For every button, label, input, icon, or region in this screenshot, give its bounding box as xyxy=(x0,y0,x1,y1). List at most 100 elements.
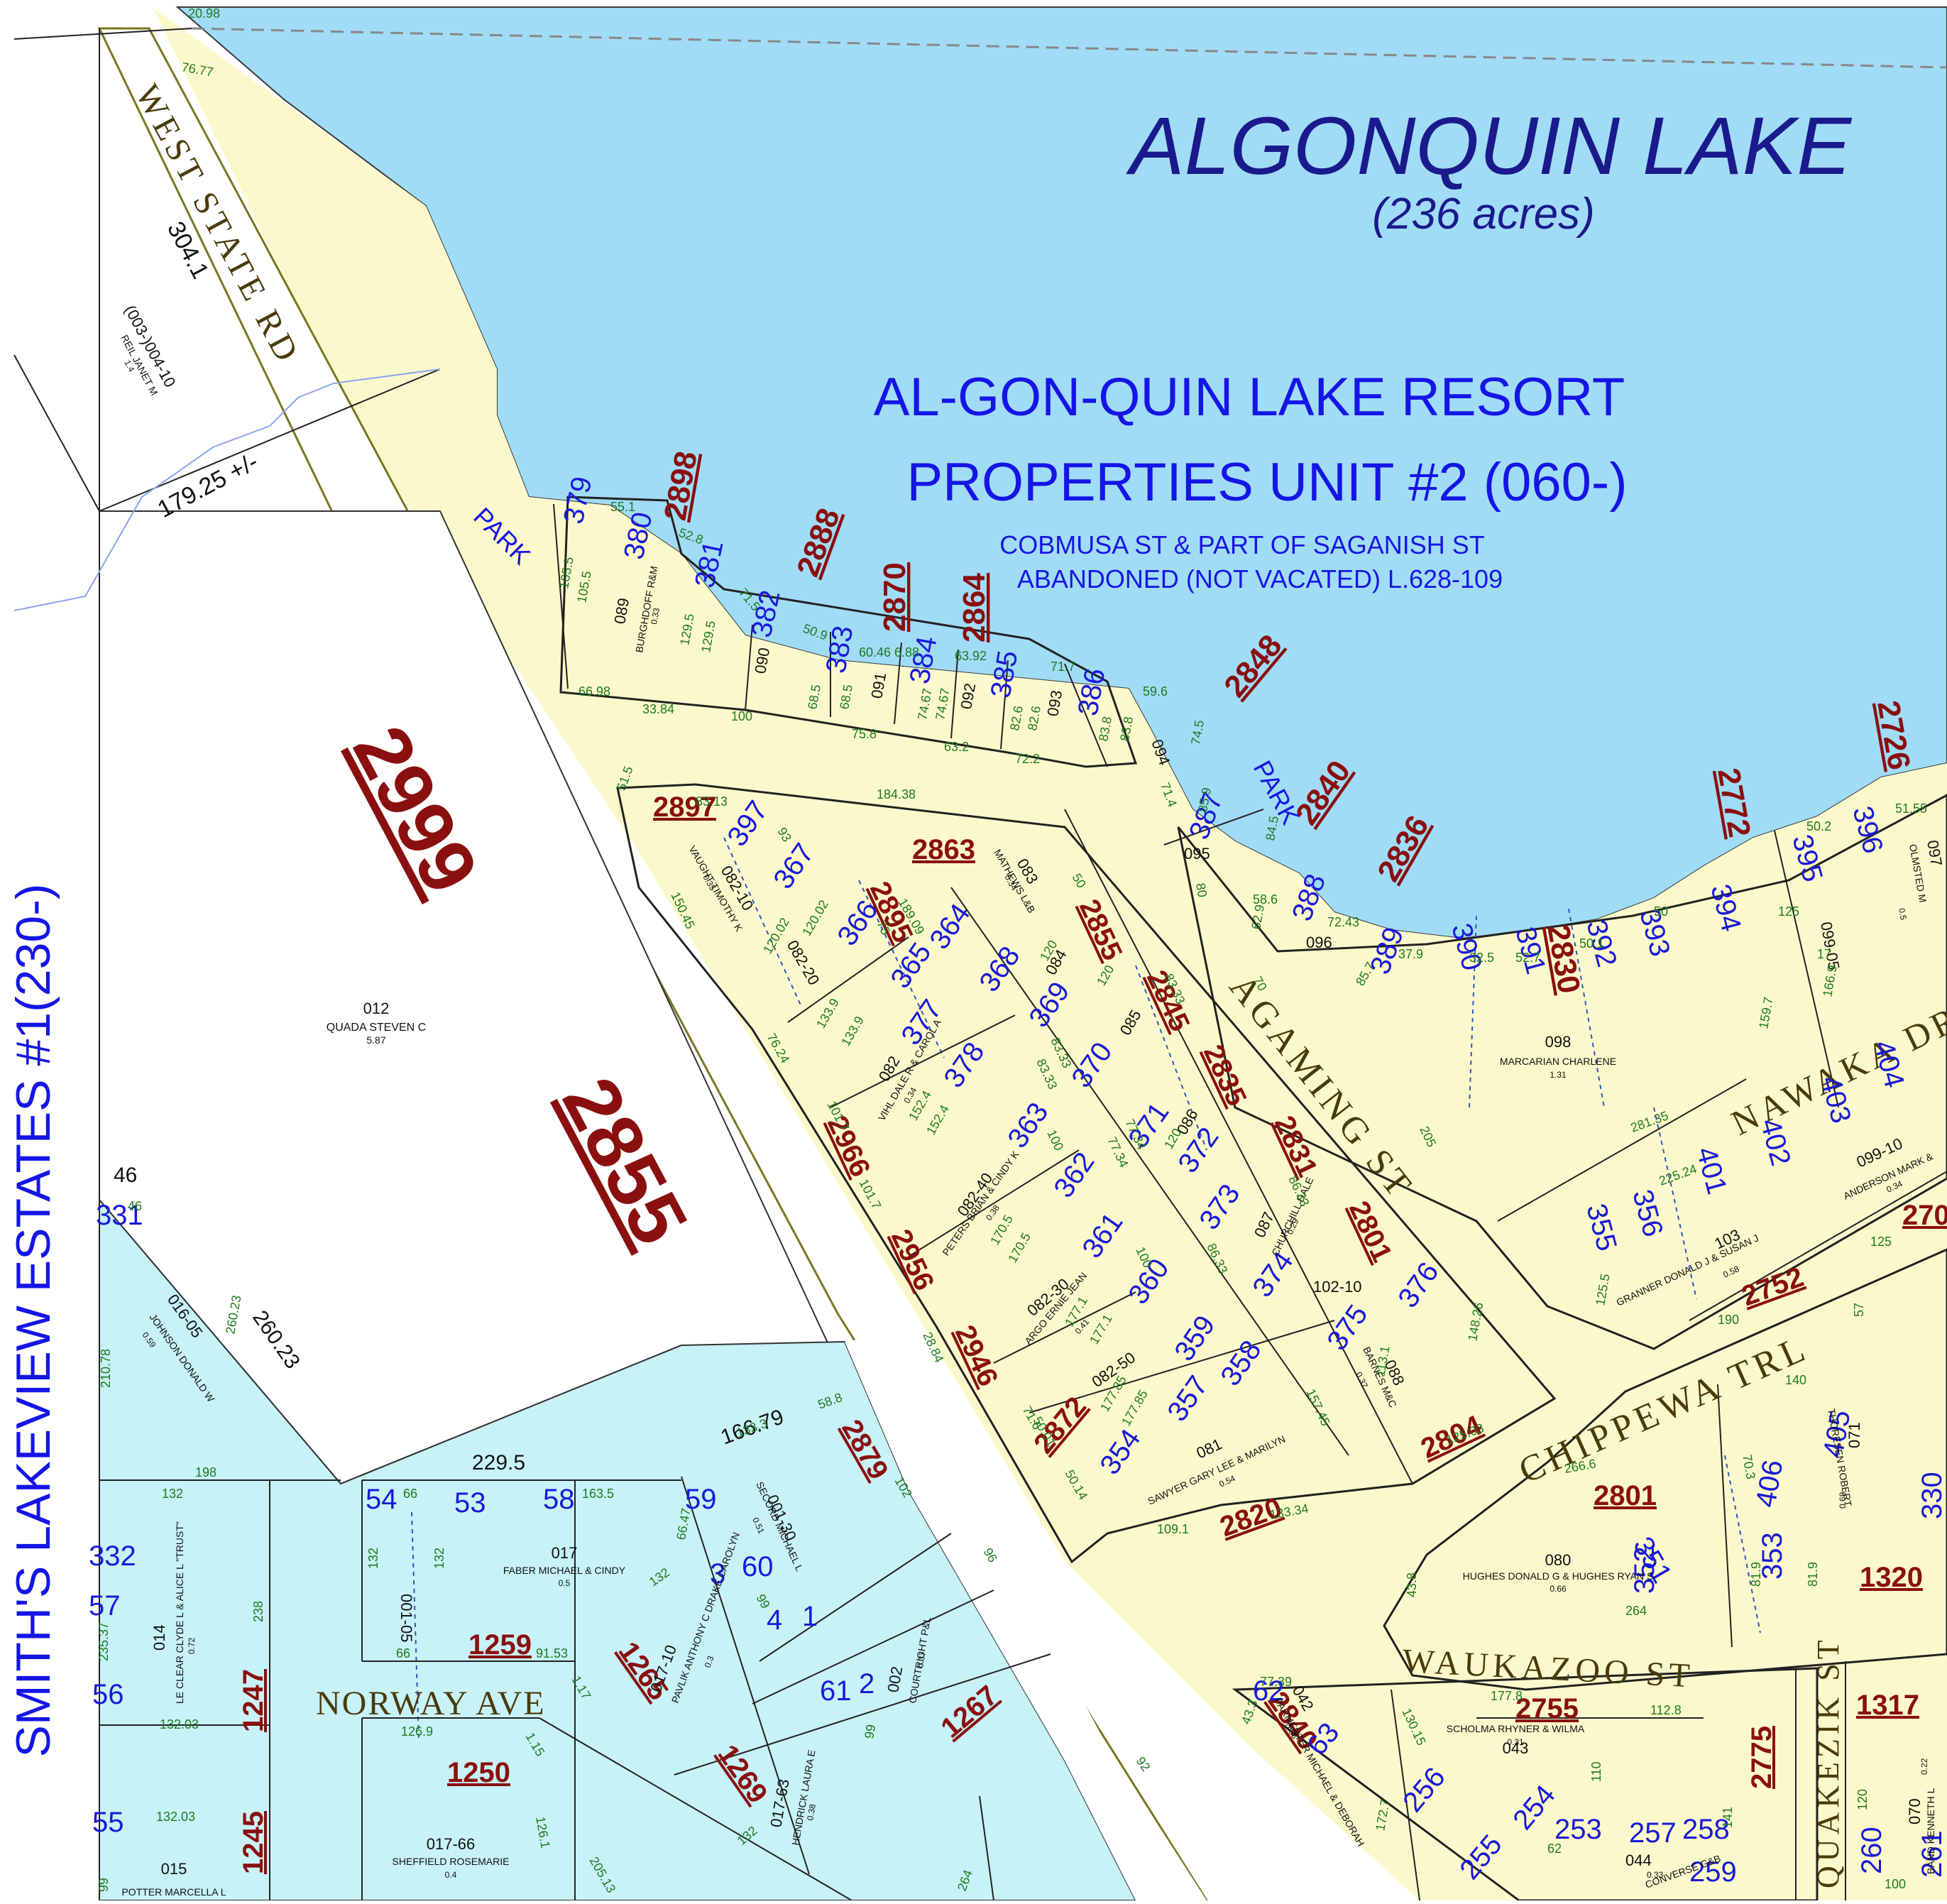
parcel-acres: 0.31 xyxy=(1507,1737,1524,1747)
parcel-id: 070 xyxy=(1906,1798,1924,1824)
dimension-label: 100 xyxy=(1885,1877,1906,1891)
parcel-id: 017-66 xyxy=(427,1835,476,1853)
subdivision-title-2: PROPERTIES UNIT #2 (060-) xyxy=(906,452,1627,513)
address-label: 2775 xyxy=(1746,1726,1777,1789)
dimension-label: 125 xyxy=(1778,904,1799,919)
lot-number: 2 xyxy=(859,1668,874,1700)
parcel-owner: LE CLEAR CLYDE L & ALICE L "TRUST" xyxy=(174,1521,185,1704)
address-label: 1250 xyxy=(447,1757,510,1788)
parcel-acres: 0.68 xyxy=(1838,1492,1848,1509)
lot-number: 352 xyxy=(1629,1546,1660,1594)
dimension-label: 190 xyxy=(1718,1313,1739,1327)
section-line xyxy=(191,27,1947,69)
dimension-label: 163.5 xyxy=(582,1487,614,1501)
road-gap xyxy=(845,1335,1207,1900)
dimension-label: 50 xyxy=(1654,904,1668,919)
lot-number: 62 xyxy=(1253,1675,1285,1707)
dimension-label: 63.2 xyxy=(944,740,969,754)
address-label: 1259 xyxy=(468,1629,532,1660)
dimension-label: 83.13 xyxy=(696,794,728,809)
dimension-label: 238 xyxy=(251,1601,265,1622)
address-label: 1317 xyxy=(1856,1690,1919,1721)
dimension-label: 72.43 xyxy=(1327,915,1359,929)
parcel-id: 071 xyxy=(1845,1422,1863,1448)
parcel-acres: 0.37 xyxy=(915,1651,928,1669)
parcel-acres: 0.33 xyxy=(649,607,662,625)
lot-number: 53 xyxy=(454,1487,486,1519)
parcel-acres: 0.4 xyxy=(445,1870,457,1880)
dimension-label: 177.8 xyxy=(1491,1689,1523,1703)
dimension-label: 66 xyxy=(403,1487,417,1501)
parcel-acres: 0.5 xyxy=(1897,907,1909,921)
lot-number: 1 xyxy=(802,1601,818,1632)
parcel-owner: QUADA STEVEN C xyxy=(327,1022,426,1034)
dimension-label: 132 xyxy=(366,1548,380,1569)
parcel-owner: SHEFFIELD ROSEMARIE xyxy=(393,1856,510,1867)
dimension-label: 132 xyxy=(162,1487,183,1501)
parcel-acres: 0.3 xyxy=(703,1654,716,1669)
lake-area: (236 acres) xyxy=(1372,190,1595,239)
parcel-id: 001-05 xyxy=(397,1594,415,1643)
dimension-label: 100 xyxy=(731,709,752,723)
resort-area xyxy=(153,7,1947,1900)
dimension-label: 99 xyxy=(862,1723,878,1739)
dimension-label: 210.78 xyxy=(99,1349,113,1388)
dimension-label: 71.7 xyxy=(1051,660,1075,674)
street-quakezik: QUAKEZIK ST xyxy=(1811,1636,1845,1888)
parcel-id: 098 xyxy=(1545,1033,1572,1051)
lot-number: 61 xyxy=(820,1675,852,1707)
lot-number: 59 xyxy=(685,1484,717,1515)
lot-number: 331 xyxy=(96,1200,143,1231)
dimension-label: 81.9 xyxy=(1749,1562,1763,1587)
lot-lines xyxy=(411,837,1761,1740)
parcel-acres: 0.33 xyxy=(1647,1870,1664,1880)
dimension-label: 55.1 xyxy=(610,500,635,514)
address-label: 2801 xyxy=(1594,1480,1657,1511)
lot-number: 259 xyxy=(1689,1856,1737,1888)
dimension-label: 72.2 xyxy=(1015,752,1040,766)
street-norway: NORWAY AVE xyxy=(316,1685,546,1722)
parcel-owner: BAND KENNETH L xyxy=(1925,1788,1936,1874)
parcel-id: 044 xyxy=(1625,1851,1652,1869)
parcel-id: 015 xyxy=(161,1860,187,1878)
dimension-label: 132.03 xyxy=(156,1810,195,1824)
dimension-label: 109.1 xyxy=(1157,1522,1189,1536)
dimension-label: 77.39 xyxy=(1260,1675,1292,1689)
dimension-label: 184.38 xyxy=(877,787,916,801)
subdivision-note-2: ABANDONED (NOT VACATED) L.628-109 xyxy=(1017,564,1503,593)
parcel-acres: 5.87 xyxy=(366,1034,385,1046)
parcel-acres: 0.22 xyxy=(1919,1758,1929,1775)
lot-number: 56 xyxy=(92,1679,124,1710)
resort-blocks xyxy=(559,496,1947,1902)
dimension-label: 198 xyxy=(195,1465,216,1479)
parcel-id: 012 xyxy=(363,1000,390,1017)
dimension-label: 43.8 xyxy=(1405,1572,1419,1597)
dimension-label: 125 xyxy=(1870,1235,1892,1249)
parcel-id: 017 xyxy=(552,1544,578,1562)
dimension-label: 62 xyxy=(1547,1842,1562,1856)
dimension-label: 126.9 xyxy=(401,1724,433,1739)
dimension-label: 52.7 xyxy=(1515,951,1540,965)
parcel-id: 080 xyxy=(1545,1551,1572,1569)
parcel-id: 096 xyxy=(1306,934,1332,951)
dimension-label: 81.9 xyxy=(1806,1562,1820,1587)
subdivision-title-1: AL-GON-QUIN LAKE RESORT xyxy=(874,367,1625,427)
dimension-label: 112.8 xyxy=(1650,1703,1682,1717)
dimension-label: 229.5 xyxy=(472,1451,525,1474)
dimension-label: 32.5 xyxy=(1469,951,1494,965)
parcel-owner: SCHOLMA RHYNER & WILMA xyxy=(1447,1723,1585,1734)
dimension-label: 75.8 xyxy=(852,727,877,741)
lot-number: 257 xyxy=(1629,1817,1677,1849)
address-label: 2864 xyxy=(957,573,992,642)
address-label: 1320 xyxy=(1860,1562,1923,1593)
parcel-owner: POTTER MARCELLA L xyxy=(121,1886,226,1898)
parcel-owner: HUGHES DONALD G & HUGHES RYAN S xyxy=(1463,1570,1654,1582)
dimension-label: 66 xyxy=(396,1646,410,1660)
dimension-label: 235.37 xyxy=(97,1622,111,1661)
dimension-label: 59.6 xyxy=(1143,684,1168,699)
dimension-label: 91.53 xyxy=(536,1646,568,1660)
lot-number: 57 xyxy=(89,1590,121,1621)
parcel-acres: 0.38 xyxy=(805,1803,818,1822)
dimension-label: 120 xyxy=(1855,1789,1870,1810)
address-label: 2870 xyxy=(877,562,912,632)
